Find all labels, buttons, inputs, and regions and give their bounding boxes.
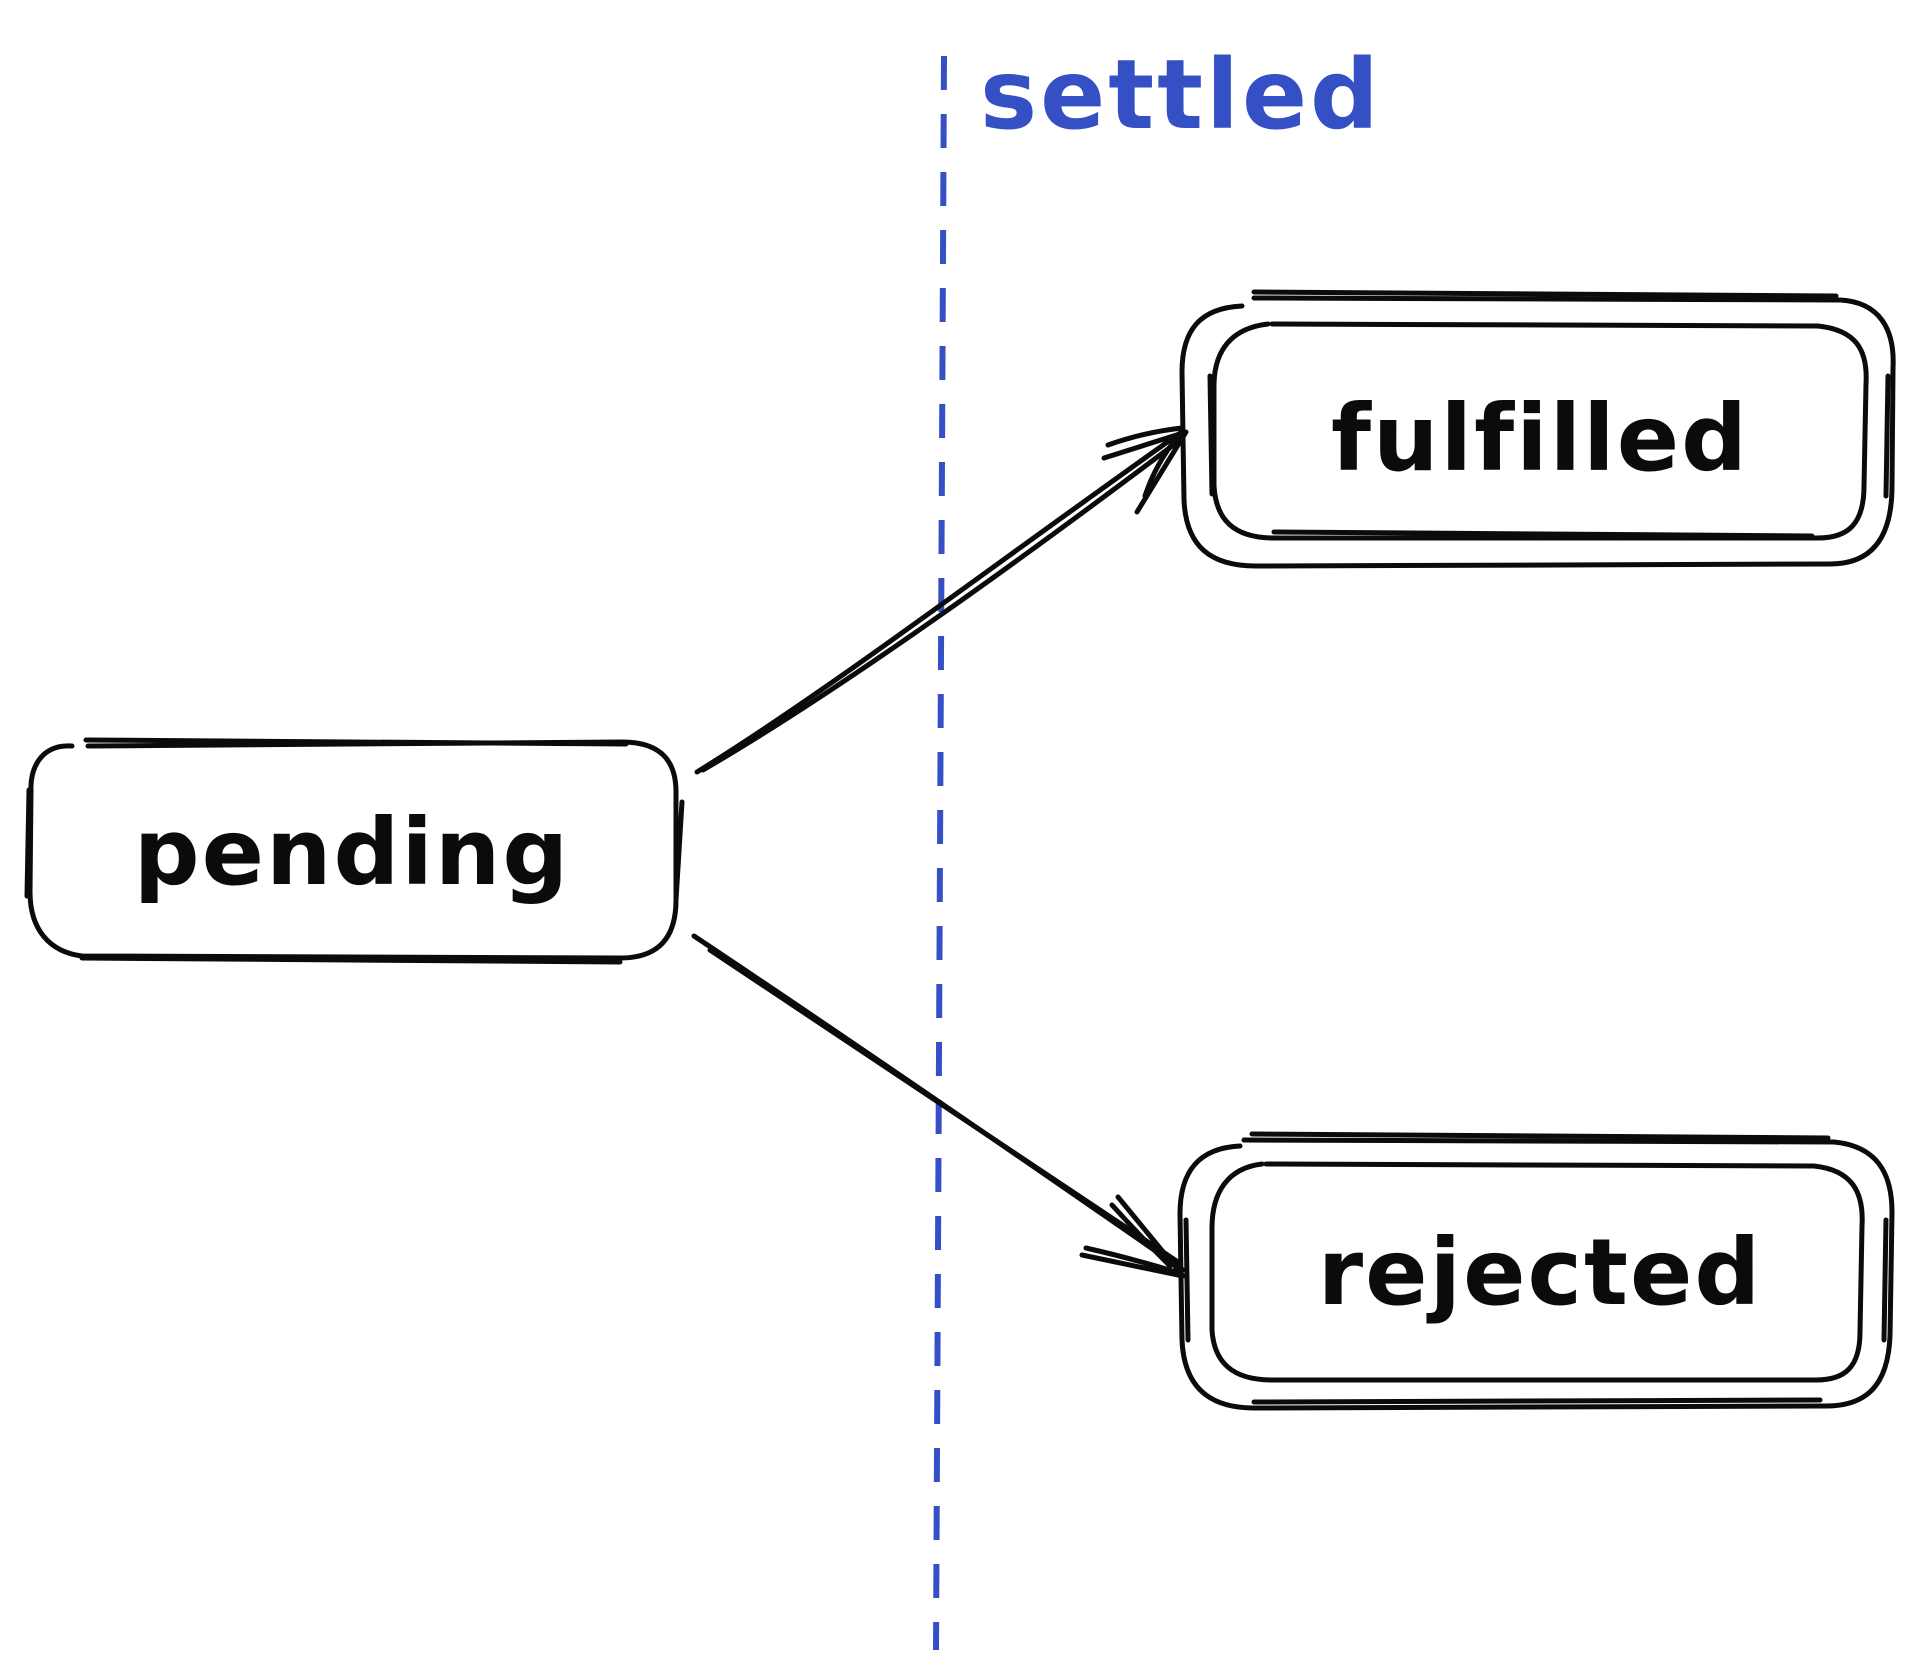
rejected-label: rejected xyxy=(1318,1219,1762,1326)
pending-box-border xyxy=(27,739,679,961)
fulfilled-box-inner-border xyxy=(1211,321,1869,541)
fulfilled-label: fulfilled xyxy=(1331,385,1749,492)
rejected-box-border-retrace xyxy=(1183,1131,1889,1405)
rejected-box-outer-border xyxy=(1177,1137,1895,1411)
arrowhead-fulfilled xyxy=(1101,429,1189,515)
pending-label: pending xyxy=(134,799,571,906)
settled-divider-line xyxy=(933,55,947,1651)
settled-label: settled xyxy=(980,39,1382,151)
rejected-box-inner-border xyxy=(1209,1161,1865,1383)
state-fulfilled: fulfilled xyxy=(1179,289,1896,569)
arrow-line-fulfilled xyxy=(694,428,1186,775)
fulfilled-box-outer-border xyxy=(1179,295,1896,569)
settled-divider: settled xyxy=(933,39,1382,1651)
transition-pending-to-rejected xyxy=(691,933,1186,1279)
transition-pending-to-fulfilled xyxy=(694,425,1189,775)
state-pending: pending xyxy=(24,737,685,965)
arrowhead-rejected-retrace xyxy=(1083,1202,1179,1275)
state-rejected: rejected xyxy=(1177,1131,1895,1411)
arrow-line-fulfilled-retrace xyxy=(700,437,1183,773)
pending-box-border-retrace xyxy=(24,737,685,965)
arrowhead-fulfilled-retrace xyxy=(1105,425,1185,499)
arrow-line-rejected-retrace xyxy=(707,947,1181,1265)
fulfilled-box-border-retrace xyxy=(1207,289,1891,539)
